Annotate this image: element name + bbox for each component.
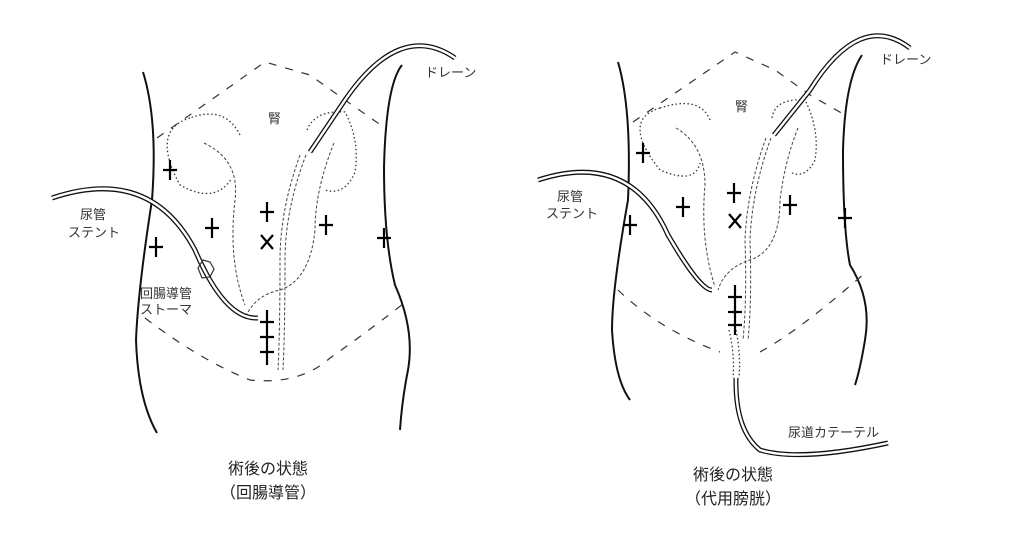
ureter-left <box>675 127 716 288</box>
kidney-left <box>166 113 241 195</box>
drain-tube-inner <box>309 44 456 153</box>
urethral-catheter-inner <box>734 377 889 456</box>
kidney-right <box>771 99 817 175</box>
body-outline-left <box>134 71 158 434</box>
drain-tube-internal <box>282 154 307 371</box>
drain-tube <box>307 43 457 154</box>
figure-neobladder <box>537 33 912 458</box>
caption-line1: 術後の状態 <box>692 465 773 484</box>
drain-tube-inner <box>773 34 911 136</box>
caption-line2: （回腸導管） <box>219 483 316 502</box>
abdomen-outline-top <box>632 51 846 123</box>
kidney-right <box>306 111 357 192</box>
stoma-label-line2: ストーマ <box>140 303 193 318</box>
kidney-left <box>639 102 711 177</box>
abdomen-outline-top <box>156 61 386 139</box>
body-outline-right <box>841 54 868 386</box>
urethral-catheter-internal <box>728 329 741 379</box>
ureter-right <box>244 142 335 319</box>
figure-ileal-conduit <box>51 43 457 434</box>
body-outline-right <box>382 64 411 431</box>
incision-marks <box>623 143 852 335</box>
abdomen-outline-bottom <box>617 272 866 353</box>
ureter-right <box>717 127 799 291</box>
drain-label: ドレーン <box>425 66 477 81</box>
caption-line2: （代用膀胱） <box>684 489 781 508</box>
ureter-stent-tube-inner <box>51 187 259 320</box>
drain-tube-internal <box>747 137 772 341</box>
stoma-icon <box>197 259 215 279</box>
kidney-label: 腎 <box>268 112 282 127</box>
incision-marks <box>149 160 391 365</box>
ureter-left <box>203 142 246 306</box>
caption-line1: 術後の状態 <box>227 459 308 478</box>
stoma-label-line1: 回腸導管 <box>140 287 193 302</box>
drain-tube-internal-2 <box>742 137 767 341</box>
kidney-label: 腎 <box>735 100 749 115</box>
ureter-stent-label-line1: 尿管 <box>557 190 584 205</box>
ureter-stent-tube-inner <box>537 171 713 292</box>
ureter-stent-label-line2: ステント <box>546 207 599 222</box>
ureter-stent-label-line1: 尿管 <box>80 208 107 223</box>
drain-label: ドレーン <box>880 53 932 68</box>
urethral-catheter <box>733 377 889 458</box>
abdomen-outline-bottom <box>144 299 409 382</box>
ureter-stent-label-line2: ステント <box>68 226 121 241</box>
drain-tube-internal-2 <box>277 154 301 371</box>
body-outline-left <box>610 61 631 401</box>
urethral-catheter-label: 尿道カテーテル <box>788 426 880 441</box>
